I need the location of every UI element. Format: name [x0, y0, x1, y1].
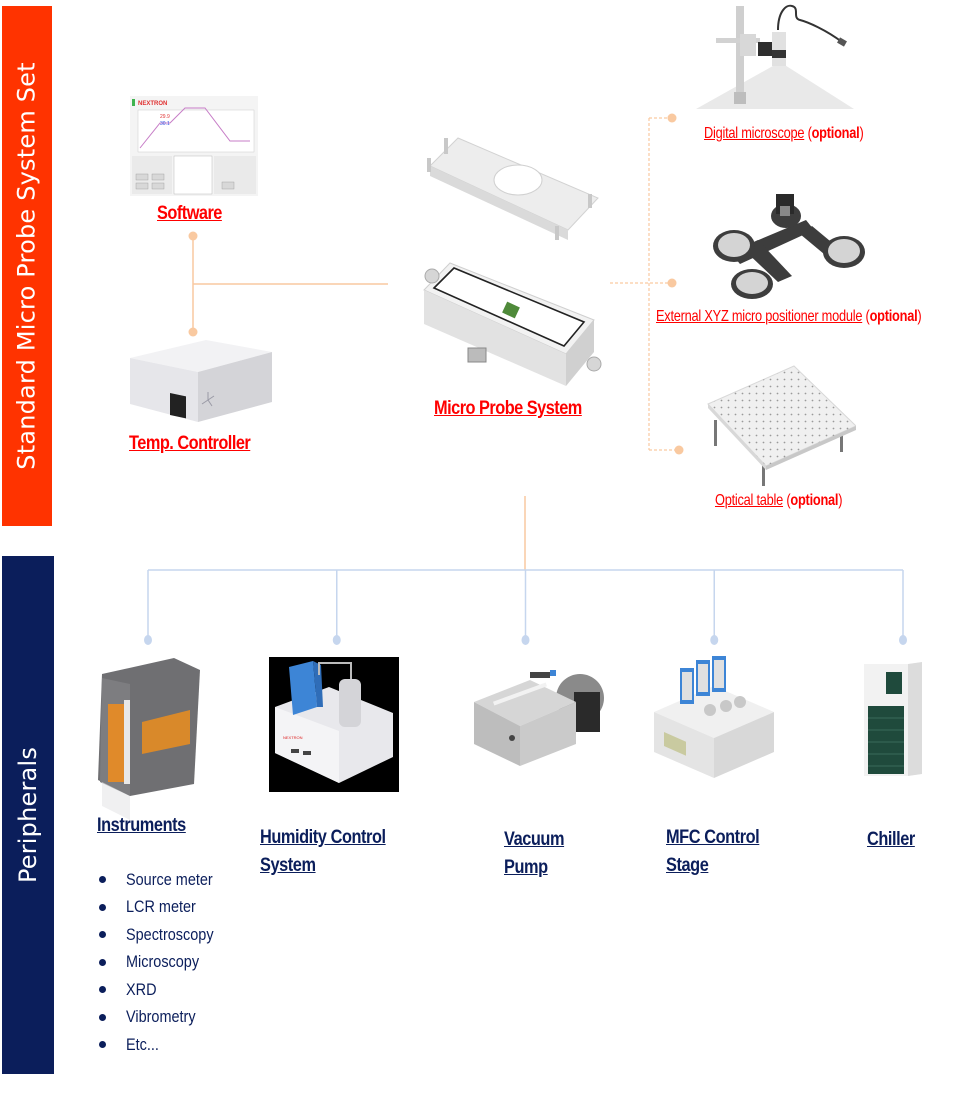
peripheral-label-vacuum-pump[interactable]: Vacuum Pump [504, 826, 565, 882]
software-screenshot: NEXTRON 29.9 30.1 [130, 96, 258, 196]
optional-item-name[interactable]: Digital microscope [704, 125, 805, 142]
connector-dot [521, 635, 530, 645]
peripheral-label-humidity-control[interactable]: Humidity Control System [260, 824, 386, 880]
micro-probe-chamber [423, 137, 602, 386]
xyz-positioner-image [696, 190, 866, 300]
digital-microscope [696, 4, 854, 109]
instrument-types-list: Source meter LCR meter Spectroscopy Micr… [95, 866, 229, 1059]
list-item: Vibrometry [95, 1004, 229, 1032]
micro-probe-image [418, 118, 618, 398]
connector-dot [188, 231, 198, 241]
connector-dot [667, 278, 677, 288]
optional-item-optical-table[interactable]: Optical table (optional) [715, 492, 843, 509]
instrument-chassis-image [90, 654, 202, 820]
peripheral-label-line[interactable]: Chiller [867, 829, 915, 850]
optional-item-qualifier: optional [869, 308, 918, 325]
bullet-icon [99, 986, 106, 994]
svg-text:29.9: 29.9 [160, 114, 170, 120]
peripheral-drops [144, 570, 907, 645]
software-brand: NEXTRON [138, 101, 167, 107]
bullet-icon [99, 1013, 106, 1021]
bullet-icon [99, 931, 106, 939]
peripheral-label-line[interactable]: System [260, 855, 316, 876]
bullet-icon [99, 958, 106, 966]
section-band-peripherals: Peripherals [2, 556, 54, 1074]
svg-text:NEXTRON: NEXTRON [283, 735, 303, 740]
list-item: Source meter [95, 866, 229, 894]
xyz-positioner [713, 194, 865, 299]
temp-controller-label[interactable]: Temp. Controller [129, 433, 251, 454]
vacuum-pump-image [470, 662, 610, 772]
humidity-control-unit: NEXTRON [275, 661, 393, 783]
chiller-unit [864, 662, 922, 776]
list-item: XRD [95, 976, 229, 1004]
vacuum-pump [474, 670, 604, 766]
bullet-icon [99, 1041, 106, 1049]
peripheral-label-line[interactable]: Stage [666, 855, 709, 876]
section-band-system-set: Standard Micro Probe System Set [2, 6, 52, 526]
optional-item-digital-microscope[interactable]: Digital microscope (optional) [704, 125, 864, 142]
bullet-icon [99, 903, 106, 911]
peripheral-label-line[interactable]: Vacuum [504, 829, 565, 850]
bullet-icon [99, 876, 106, 884]
optional-item-name[interactable]: Optical table [715, 492, 784, 509]
svg-text:30.1: 30.1 [160, 121, 170, 127]
humidity-control-image: NEXTRON [269, 657, 399, 792]
connector-dot [188, 327, 198, 337]
mfc-stage-image [652, 656, 776, 780]
connector-dot [332, 635, 341, 645]
optional-item-qualifier: optional [811, 125, 860, 142]
optional-item-xyz-positioner[interactable]: External XYZ micro positioner module (op… [656, 308, 922, 325]
peripheral-label-line[interactable]: MFC Control [666, 827, 760, 848]
connector-dot [674, 445, 684, 455]
temp-controller-image [126, 338, 274, 424]
chiller-image [864, 662, 922, 778]
mfc-stage [654, 656, 774, 778]
list-item: LCR meter [95, 894, 229, 922]
list-item: Spectroscopy [95, 921, 229, 949]
software-label[interactable]: Software [157, 203, 222, 224]
software-image: NEXTRON 29.9 30.1 [130, 96, 258, 196]
optional-item-qualifier: optional [790, 492, 839, 509]
list-item: Microscopy [95, 949, 229, 977]
digital-microscope-image [696, 2, 856, 110]
list-item: Etc... [95, 1031, 229, 1059]
peripheral-label-instruments[interactable]: Instruments [97, 812, 186, 840]
peripheral-label-line[interactable]: Pump [504, 857, 548, 878]
connector-dot [144, 635, 152, 645]
connector-dot [899, 635, 907, 645]
optional-item-name[interactable]: External XYZ micro positioner module [656, 308, 863, 325]
peripheral-label-line[interactable]: Humidity Control [260, 827, 386, 848]
optical-table [707, 365, 856, 486]
peripheral-label-line[interactable]: Instruments [97, 815, 186, 836]
micro-probe-label[interactable]: Micro Probe System [434, 398, 582, 419]
instrument-chassis [98, 658, 200, 820]
optical-table-image [704, 362, 856, 490]
fan-icon [201, 392, 215, 407]
connector-dot [710, 635, 719, 645]
peripheral-label-chiller[interactable]: Chiller [867, 826, 915, 854]
temp-controller-box [130, 340, 272, 422]
connector-dot [667, 113, 677, 123]
peripheral-label-mfc-stage[interactable]: MFC Control Stage [666, 824, 760, 880]
